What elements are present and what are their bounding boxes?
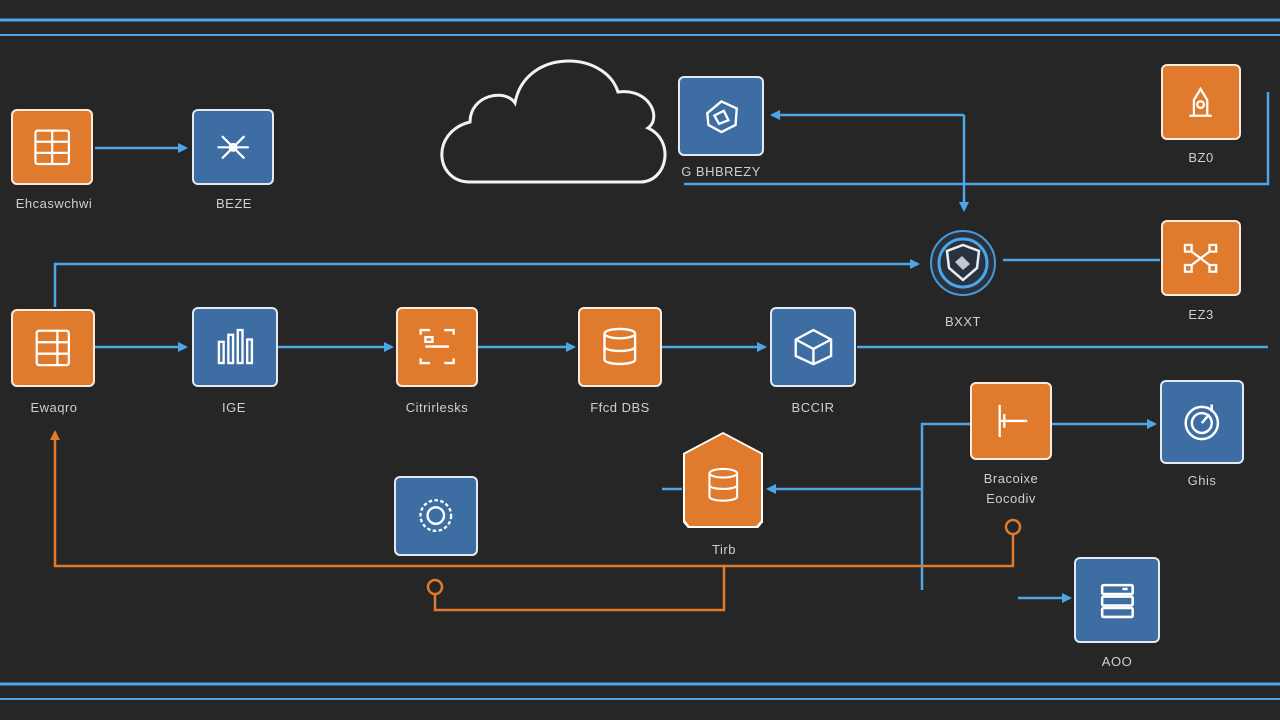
bar-chart-icon (217, 329, 253, 365)
junction-dot (1004, 518, 1022, 536)
storage-box-icon (794, 329, 832, 366)
connector-line (684, 92, 1270, 186)
network-top-node[interactable] (192, 109, 274, 185)
feedback-line (433, 566, 726, 612)
server-stack-label: AOO (1101, 654, 1133, 669)
grid-panel-icon (34, 129, 70, 165)
junction-dot (426, 578, 444, 596)
analytics-label: IGE (222, 400, 246, 415)
balancer-label-line2: Eocodiv (986, 491, 1036, 506)
top-right-node[interactable] (1161, 64, 1241, 140)
shield-icon (945, 243, 981, 282)
container-icon (419, 329, 455, 365)
gauge-icon (1184, 404, 1220, 441)
server-stack-node[interactable] (1074, 557, 1160, 643)
storage-node[interactable] (770, 307, 856, 387)
security-hub[interactable] (930, 230, 996, 296)
security-hub-label: BXXT (945, 314, 981, 329)
balancer-label-line1: Bracoixe (983, 471, 1039, 486)
connector-line (920, 422, 970, 590)
monitor-node[interactable] (1160, 380, 1244, 464)
database-icon (603, 328, 637, 366)
primary-db-node[interactable] (683, 432, 763, 528)
source-mid-node[interactable] (11, 309, 95, 387)
database-icon (708, 467, 738, 502)
containers-label: Citrirlesks (405, 400, 469, 415)
network-top-label: BEZE (216, 196, 252, 211)
storage-label: BCCIR (791, 400, 835, 415)
balancer-node[interactable] (970, 382, 1052, 460)
globe-icon (705, 100, 738, 134)
source-top-label: Ehcaswchwi (15, 196, 93, 211)
network-icon (1184, 243, 1218, 273)
connector-icon (1189, 86, 1213, 117)
right-network-node[interactable] (1161, 220, 1241, 296)
source-mid-label: Ewaqro (30, 400, 78, 415)
network-node-icon (217, 135, 249, 159)
database-label: Ffcd DBS (590, 400, 650, 415)
feedback-line (50, 430, 1015, 568)
primary-db-label: Tirb (712, 542, 736, 557)
server-stack-icon (1100, 583, 1134, 618)
database-node[interactable] (578, 307, 662, 387)
cloud-service-label: G BHBREZY (681, 164, 761, 179)
analytics-node[interactable] (192, 307, 278, 387)
gear-icon (419, 499, 453, 533)
load-balancer-icon (998, 404, 1028, 438)
gear-service-node[interactable] (394, 476, 478, 556)
monitor-label: Ghis (1187, 473, 1217, 488)
top-right-label: BZ0 (1188, 150, 1214, 165)
right-network-label: EZ3 (1188, 307, 1214, 322)
cloud-icon (440, 59, 667, 184)
source-top-node[interactable] (11, 109, 93, 185)
containers-node[interactable] (396, 307, 478, 387)
connector-line (53, 259, 920, 307)
server-rack-icon (35, 329, 71, 367)
cloud-service-node[interactable] (678, 76, 764, 156)
